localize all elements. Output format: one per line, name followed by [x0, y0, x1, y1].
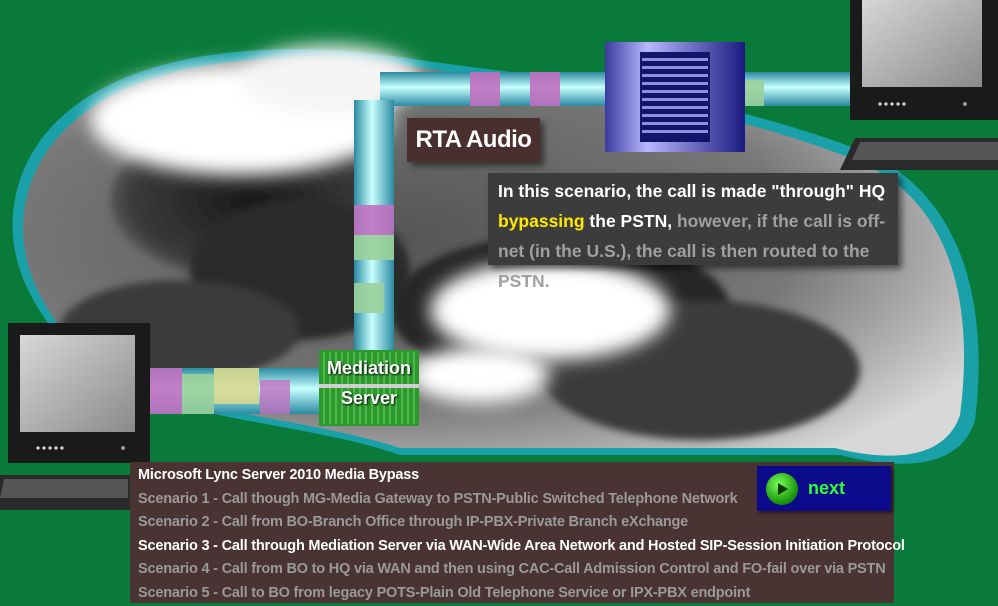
description-part3: however, if the call is off-net (in the … [498, 211, 886, 291]
scenario-description: In this scenario, the call is made "thro… [488, 173, 898, 291]
play-arrow-icon [766, 472, 798, 505]
mediation-server-board [319, 350, 419, 426]
pbx-device [605, 42, 745, 152]
next-button[interactable]: next [757, 466, 891, 511]
description-highlight: bypassing [498, 211, 585, 231]
scenario-4-link[interactable]: Scenario 4 - Call from BO to HQ via WAN … [138, 561, 886, 578]
branch-computer [0, 323, 150, 510]
scenario-3-link[interactable]: Scenario 3 - Call through Mediation Serv… [138, 537, 905, 554]
description-part1: In this scenario, the call is made "thro… [498, 181, 886, 201]
hq-computer [840, 0, 998, 170]
mediation-server-label: Mediation Server [319, 350, 419, 426]
scenario-2-link[interactable]: Scenario 2 - Call from BO-Branch Office … [138, 514, 689, 531]
description-part2: the PSTN, [584, 211, 673, 231]
mediation-label-line1: Mediation [327, 358, 411, 378]
scenario-5-link[interactable]: Scenario 5 - Call to BO from legacy POTS… [138, 584, 751, 601]
next-button-label: next [808, 478, 846, 498]
rta-audio-title: RTA Audio [407, 118, 540, 162]
menu-heading: Microsoft Lync Server 2010 Media Bypass [138, 467, 419, 483]
scenario-1-link[interactable]: Scenario 1 - Call though MG-Media Gatewa… [138, 490, 738, 507]
mediation-label-line2: Server [340, 388, 398, 408]
